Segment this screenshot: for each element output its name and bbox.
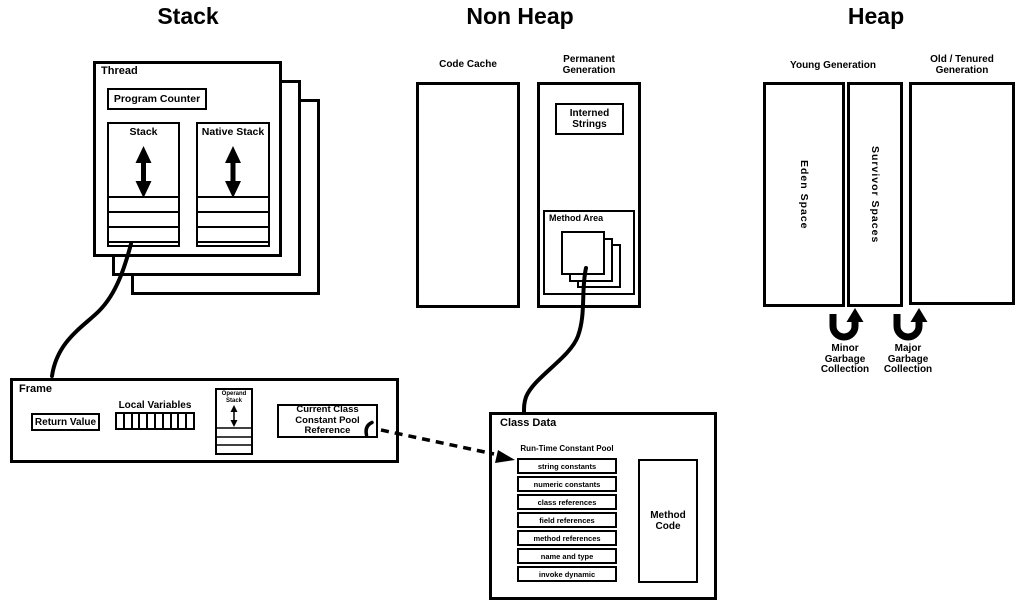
pool-entry-field-references: field references: [517, 512, 617, 528]
local-variable-slot: [164, 414, 172, 428]
heap-section-title: Heap: [847, 3, 905, 29]
operand-stack-label: Operand Stack: [221, 391, 247, 404]
local-variable-slot: [133, 414, 141, 428]
thread-stack-box: [107, 122, 180, 247]
eden-space-label: Eden Space: [798, 159, 810, 230]
pool-entry-method-references: method references: [517, 530, 617, 546]
code-cache-box: [416, 82, 520, 308]
local-variable-slot: [179, 414, 188, 428]
code-cache-label: Code Cache: [439, 59, 497, 70]
local-variable-slot: [148, 414, 156, 428]
eden-space-box: Eden Space: [763, 82, 845, 307]
pool-entry-numeric-constants: numeric constants: [517, 476, 617, 492]
local-variable-slot: [125, 414, 133, 428]
local-variable-slot: [156, 414, 164, 428]
pool-entry-name-and-type: name and type: [517, 548, 617, 564]
old-tenured-generation-label: Old / Tenured Generation: [930, 54, 994, 76]
class-data-label: Class Data: [500, 417, 557, 429]
young-generation-label: Young Generation: [790, 60, 876, 71]
program-counter-box: Program Counter: [107, 88, 207, 110]
runtime-constant-pool-label: Run-Time Constant Pool: [520, 444, 614, 453]
major-garbage-collection-label: Major Garbage Collection: [883, 343, 933, 375]
local-variable-slot: [140, 414, 149, 428]
old-tenured-generation-box: [909, 82, 1015, 305]
native-stack-box: [196, 122, 270, 247]
non-heap-section-title: Non Heap: [466, 3, 574, 29]
minor-garbage-collection-label: Minor Garbage Collection: [820, 343, 870, 375]
thread-stack-label: Stack: [129, 126, 158, 138]
pool-entry-class-references: class references: [517, 494, 617, 510]
minor-gc-arrow-icon: [829, 308, 864, 341]
class-card-front: [561, 231, 605, 275]
pool-entry-string-constants: string constants: [517, 458, 617, 474]
frame-label: Frame: [19, 383, 53, 395]
thread-label: Thread: [101, 65, 138, 77]
interned-strings-box: Interned Strings: [555, 103, 624, 135]
survivor-spaces-box: Survivor Spaces: [847, 82, 903, 307]
method-code-box: Method Code: [638, 459, 698, 583]
native-stack-label: Native Stack: [201, 126, 265, 138]
method-area-label: Method Area: [549, 213, 604, 223]
return-value-box: Return Value: [31, 413, 100, 431]
stack-section-title: Stack: [157, 3, 219, 29]
major-gc-arrow-icon: [893, 308, 928, 341]
local-variables-cells: [115, 412, 195, 430]
survivor-spaces-label: Survivor Spaces: [869, 145, 881, 244]
local-variables-label: Local Variables: [118, 400, 192, 411]
permanent-generation-label: Permanent Generation: [562, 54, 616, 76]
local-variable-slot: [187, 414, 193, 428]
runtime-constant-pool-rows: string constants numeric constants class…: [517, 458, 617, 584]
local-variable-slot: [172, 414, 180, 428]
local-variable-slot: [117, 414, 125, 428]
pool-entry-invoke-dynamic: invoke dynamic: [517, 566, 617, 582]
current-class-constant-pool-reference-box: Current Class Constant Pool Reference: [277, 404, 378, 438]
